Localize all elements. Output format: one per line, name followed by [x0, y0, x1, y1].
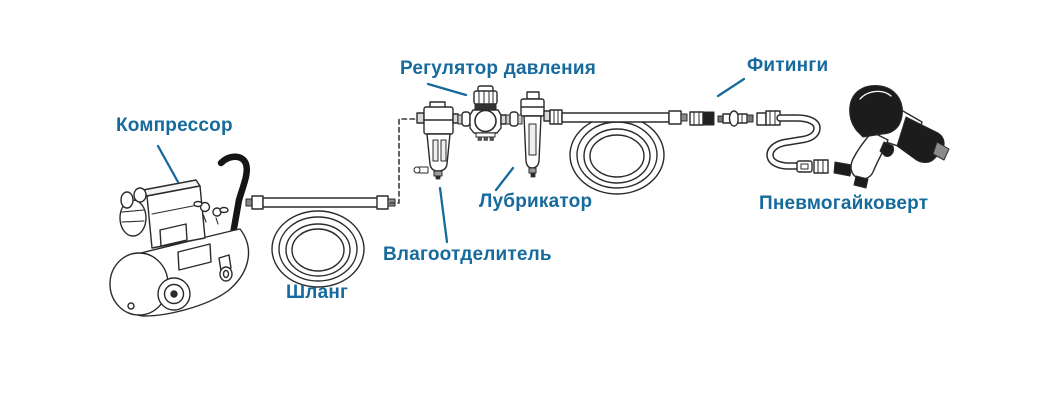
- fittings-illustration: [689, 110, 781, 127]
- impact-wrench-illustration: [833, 85, 950, 189]
- pressure-regulator-illustration: [469, 85, 507, 141]
- dashed-connector-line: [389, 118, 421, 204]
- label-fittings: Фитинги: [747, 55, 829, 76]
- pointer-line-moisture-separator: [438, 186, 449, 244]
- hose-2-illustration: [549, 109, 688, 195]
- moisture-separator-illustration: [413, 101, 459, 180]
- label-impact-wrench: Пневмогайковерт: [759, 193, 929, 214]
- lubricator-illustration: [520, 91, 551, 178]
- hose-illustration: [245, 195, 396, 288]
- label-moisture-separator: Влагоотделитель: [383, 244, 552, 265]
- whip-hose-illustration: [766, 114, 829, 174]
- label-pressure-regulator: Регулятор давления: [400, 58, 596, 79]
- label-lubricator: Лубрикатор: [479, 191, 593, 212]
- compressor-illustration: [109, 153, 250, 317]
- label-hose: Шланг: [286, 282, 349, 303]
- pointer-line-lubricator: [494, 166, 515, 192]
- pointer-line-pressure-regulator: [426, 82, 468, 97]
- pointer-line-fittings: [716, 77, 746, 98]
- label-compressor: Компрессор: [116, 115, 233, 136]
- union-fitting-2: [505, 111, 523, 127]
- pointer-line-compressor: [156, 144, 180, 184]
